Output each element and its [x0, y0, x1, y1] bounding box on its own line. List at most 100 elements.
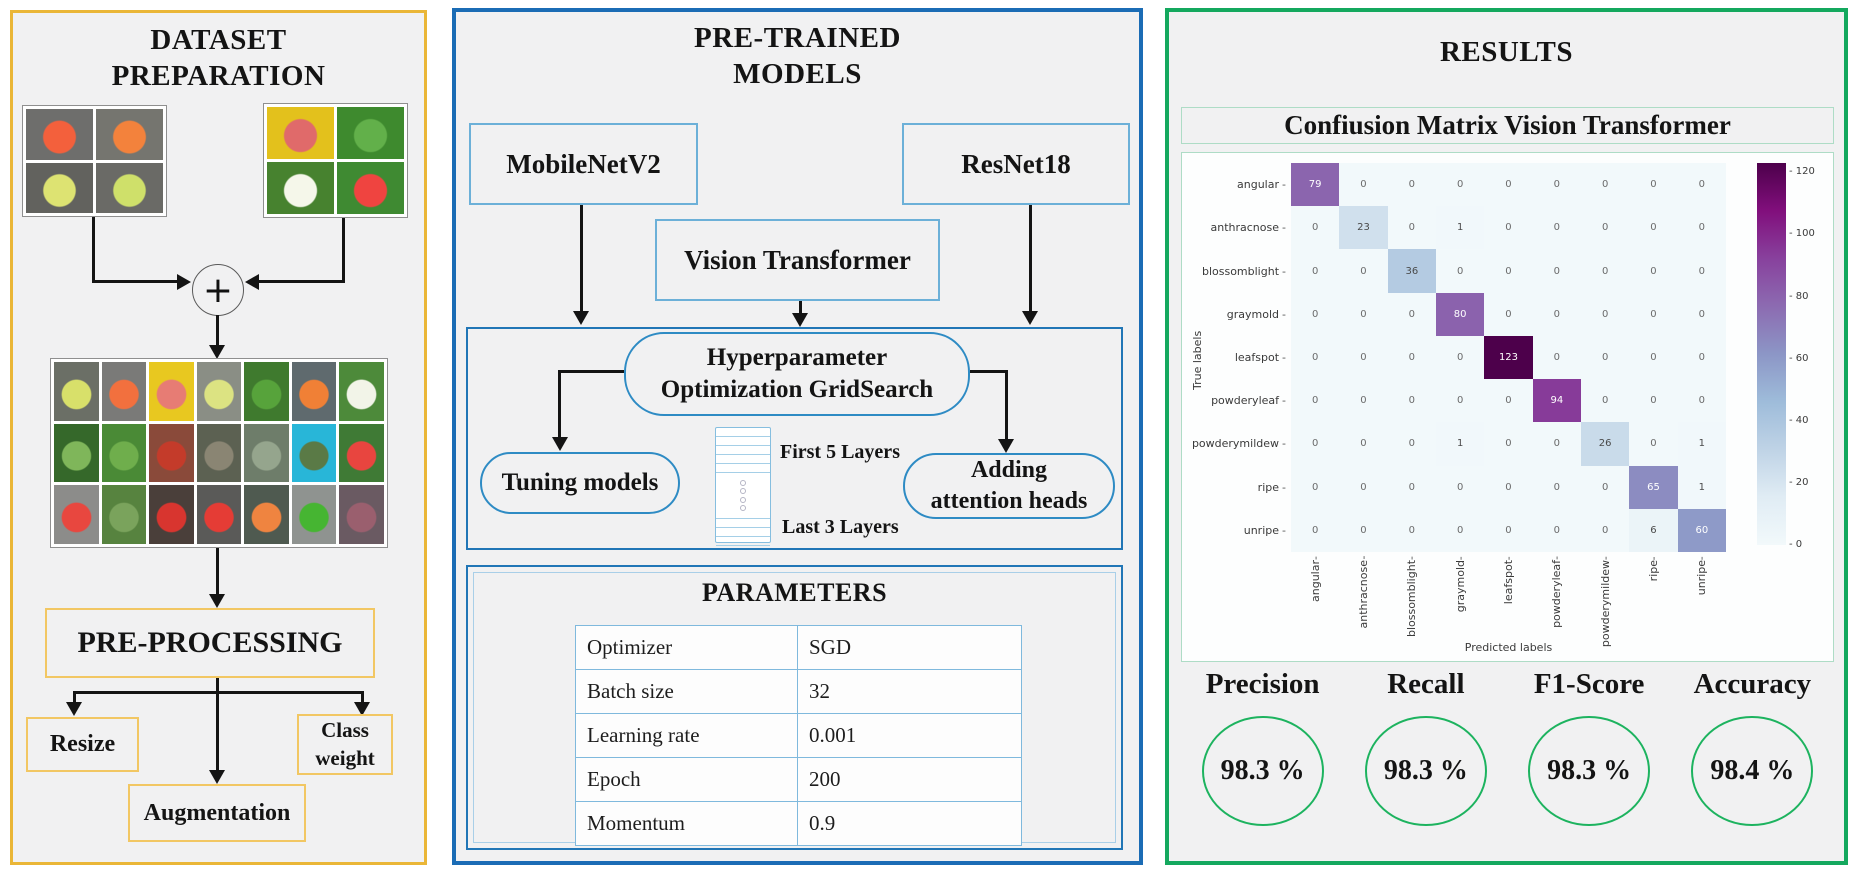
row-label: graymold	[1186, 293, 1286, 336]
heatmap-cell: 0	[1291, 292, 1340, 336]
heatmap-cell: 0	[1677, 206, 1726, 250]
heatmap-cell: 123	[1484, 335, 1533, 380]
dataset-grid-a	[22, 105, 167, 217]
heatmap-cell: 0	[1387, 465, 1436, 509]
metric-value-circle: 98.3 %	[1201, 716, 1324, 826]
strawberry-photo-tile	[267, 162, 334, 214]
parameter-value-cell: 0.9	[797, 801, 1022, 846]
heatmap-cell: 0	[1387, 292, 1436, 336]
colorbar-tick-label: 120	[1789, 166, 1815, 177]
heatmap-cell: 0	[1435, 249, 1485, 293]
heatmap-cell: 60	[1677, 508, 1726, 552]
class-weight-box: Class weight	[297, 714, 393, 775]
strawberry-photo-tile	[244, 485, 289, 544]
preprocessing-label: PRE-PROCESSING	[77, 626, 343, 659]
strawberry-photo-tile	[96, 162, 163, 213]
heatmap-column-labels: angularanthracnoseblossomblightgraymoldl…	[1291, 556, 1726, 652]
strawberry-photo-tile	[267, 107, 334, 159]
column-label: angular	[1291, 556, 1339, 652]
strawberry-photo-tile	[54, 423, 99, 483]
heatmap-cell: 26	[1580, 422, 1630, 466]
strawberry-photo-tile	[339, 362, 384, 421]
heatmap-cell: 0	[1677, 292, 1726, 336]
parameter-name-cell: Epoch	[575, 757, 798, 802]
heatmap-cell: 0	[1580, 206, 1630, 250]
heatmap-cell: 0	[1629, 422, 1678, 466]
strawberry-photo-tile	[196, 485, 242, 544]
heatmap-cell: 0	[1387, 335, 1436, 380]
parameter-name-cell: Batch size	[575, 669, 798, 714]
heatmap-cell: 0	[1484, 508, 1533, 552]
heatmap-cell: 0	[1387, 508, 1436, 552]
heatmap-cell: 0	[1580, 292, 1630, 336]
layers-ellipsis-dots	[716, 473, 770, 519]
hyperparameter-pill: Hyperparameter Optimization GridSearch	[624, 332, 970, 416]
heatmap-cell: 79	[1291, 163, 1340, 207]
arrowhead-attention	[998, 439, 1014, 453]
heatmap-cell: 0	[1532, 422, 1581, 466]
vision-transformer-box: Vision Transformer	[655, 219, 940, 301]
heatmap-cell: 0	[1339, 335, 1388, 380]
strawberry-photo-tile	[149, 485, 194, 544]
branch-center-stem	[216, 691, 219, 771]
parameter-name-cell: Momentum	[575, 801, 798, 846]
parameter-value-cell: 0.001	[797, 713, 1022, 758]
metric-value-circle: 98.4 %	[1691, 716, 1814, 826]
vision-transformer-label: Vision Transformer	[684, 244, 911, 275]
heatmap-cell: 0	[1291, 249, 1340, 293]
row-label: unripe	[1186, 509, 1286, 552]
strawberry-photo-tile	[96, 109, 163, 160]
arrow-mobilenet-down	[580, 205, 583, 313]
dataset-panel-title: DATASET PREPARATION	[10, 22, 427, 94]
heatmap-cell: 0	[1339, 465, 1388, 509]
column-label: anthracnose	[1339, 556, 1387, 652]
arrowhead-tuning	[552, 437, 568, 451]
arrow-grid-to-preprocessing	[216, 548, 219, 596]
strawberry-photo-tile	[339, 485, 384, 544]
dataset-title-line2: PREPARATION	[111, 60, 326, 92]
metric-label: Recall	[1387, 668, 1465, 700]
heatmap-cell: 0	[1339, 163, 1388, 207]
metric-label: Accuracy	[1693, 668, 1812, 700]
arrow-grid-a-down	[92, 217, 95, 283]
metric-accuracy: Accuracy 98.4 %	[1671, 668, 1834, 858]
strawberry-photo-tile	[26, 109, 93, 160]
row-label: leafspot	[1186, 336, 1286, 379]
colorbar-tick-label: 0	[1789, 539, 1802, 550]
heatmap-cell: 0	[1532, 249, 1581, 293]
heatmap-cell: 65	[1629, 465, 1678, 509]
heatmap-cell: 0	[1387, 206, 1436, 250]
dataset-title-line1: DATASET	[150, 24, 287, 56]
merge-plus-icon: +	[192, 264, 244, 316]
heatmap-cell: 0	[1532, 163, 1581, 207]
heatmap-cell: 0	[1580, 465, 1630, 509]
preprocessing-box: PRE-PROCESSING	[45, 608, 375, 678]
heatmap-cell: 0	[1629, 206, 1678, 250]
row-label: angular	[1186, 163, 1286, 206]
parameter-name-cell: Learning rate	[575, 713, 798, 758]
heatmap-cell: 0	[1484, 422, 1533, 466]
arrowhead-to-plus-right	[245, 274, 259, 290]
mobilenet-box: MobileNetV2	[469, 123, 698, 205]
row-label: blossomblight	[1186, 249, 1286, 292]
arrowhead-to-plus-left	[177, 274, 191, 290]
arrowhead-mobilenet	[573, 311, 589, 325]
heatmap-cell: 0	[1629, 249, 1678, 293]
strawberry-photo-tile	[244, 423, 289, 483]
heatmap-cell: 0	[1291, 379, 1340, 423]
heatmap-cell: 0	[1677, 379, 1726, 423]
row-label: powderyleaf	[1186, 379, 1286, 422]
heatmap-cell: 0	[1339, 422, 1388, 466]
heatmap-cell: 0	[1580, 249, 1630, 293]
heatmap-cell: 0	[1629, 292, 1678, 336]
strawberry-photo-tile	[101, 362, 147, 421]
heatmap-cell: 0	[1580, 335, 1630, 380]
heatmap-cell: 80	[1435, 292, 1485, 336]
heatmap-cell: 23	[1339, 206, 1388, 250]
heatmap-cell: 0	[1484, 292, 1533, 336]
